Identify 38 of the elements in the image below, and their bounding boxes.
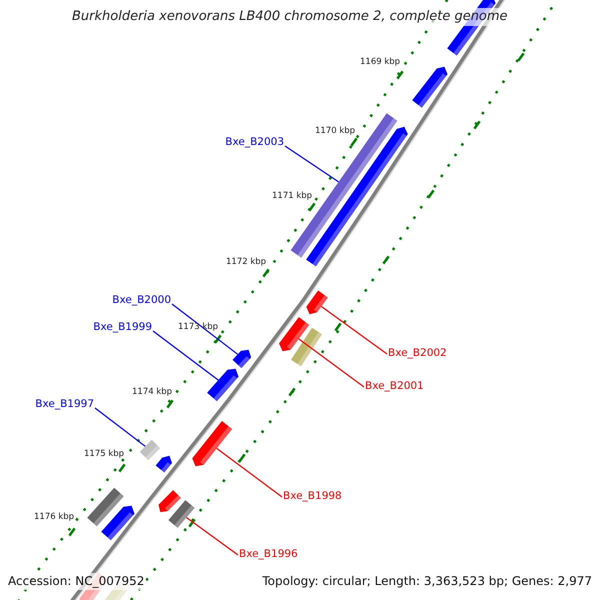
gene-label: Bxe_B1997 — [35, 398, 94, 411]
gene-label: Bxe_B2003 — [225, 136, 284, 149]
leader-line — [186, 517, 238, 556]
gene-block — [156, 456, 172, 472]
gene-block — [101, 506, 134, 540]
gene-block — [412, 66, 448, 108]
leader-line — [284, 146, 339, 182]
tick-label: 1169 kbp — [360, 57, 400, 68]
genome-info-text: Topology: circular; Length: 3,363,523 bp; Genes: 2,977 — [260, 573, 594, 590]
leader-line — [172, 304, 238, 355]
tick-label: 1170 kbp — [315, 126, 356, 137]
tick-label: 1173 kbp — [178, 322, 218, 333]
tick-label: 1172 kbp — [226, 257, 266, 268]
gene-block — [232, 350, 252, 368]
gene-block — [279, 317, 310, 352]
tick-label: 1174 kbp — [132, 387, 172, 398]
leader-line — [298, 338, 364, 388]
gene-label: Bxe_B2000 — [112, 294, 171, 307]
leader-line — [152, 330, 219, 381]
gene-block — [168, 500, 195, 528]
gene-label: Bxe_B2002 — [388, 347, 447, 360]
gene-block — [158, 490, 181, 512]
gene-label: Bxe_B1996 — [239, 548, 298, 561]
leader-line — [321, 306, 388, 354]
gene-label: Bxe_B1999 — [93, 321, 152, 334]
gene-label: Bxe_B1998 — [283, 490, 342, 503]
tick-label: 1171 kbp — [272, 191, 312, 202]
tick-label: 1175 kbp — [84, 449, 124, 460]
tick-label: 1176 kbp — [34, 512, 74, 523]
leader-line — [216, 448, 282, 498]
gene-block — [87, 488, 124, 526]
gene-block — [192, 421, 232, 466]
gene-block — [140, 440, 160, 460]
leader-line — [94, 408, 146, 447]
gene-block — [291, 328, 322, 366]
gene-label: Bxe_B2001 — [365, 380, 424, 393]
gene-block — [306, 290, 328, 314]
gene-block — [207, 368, 238, 402]
